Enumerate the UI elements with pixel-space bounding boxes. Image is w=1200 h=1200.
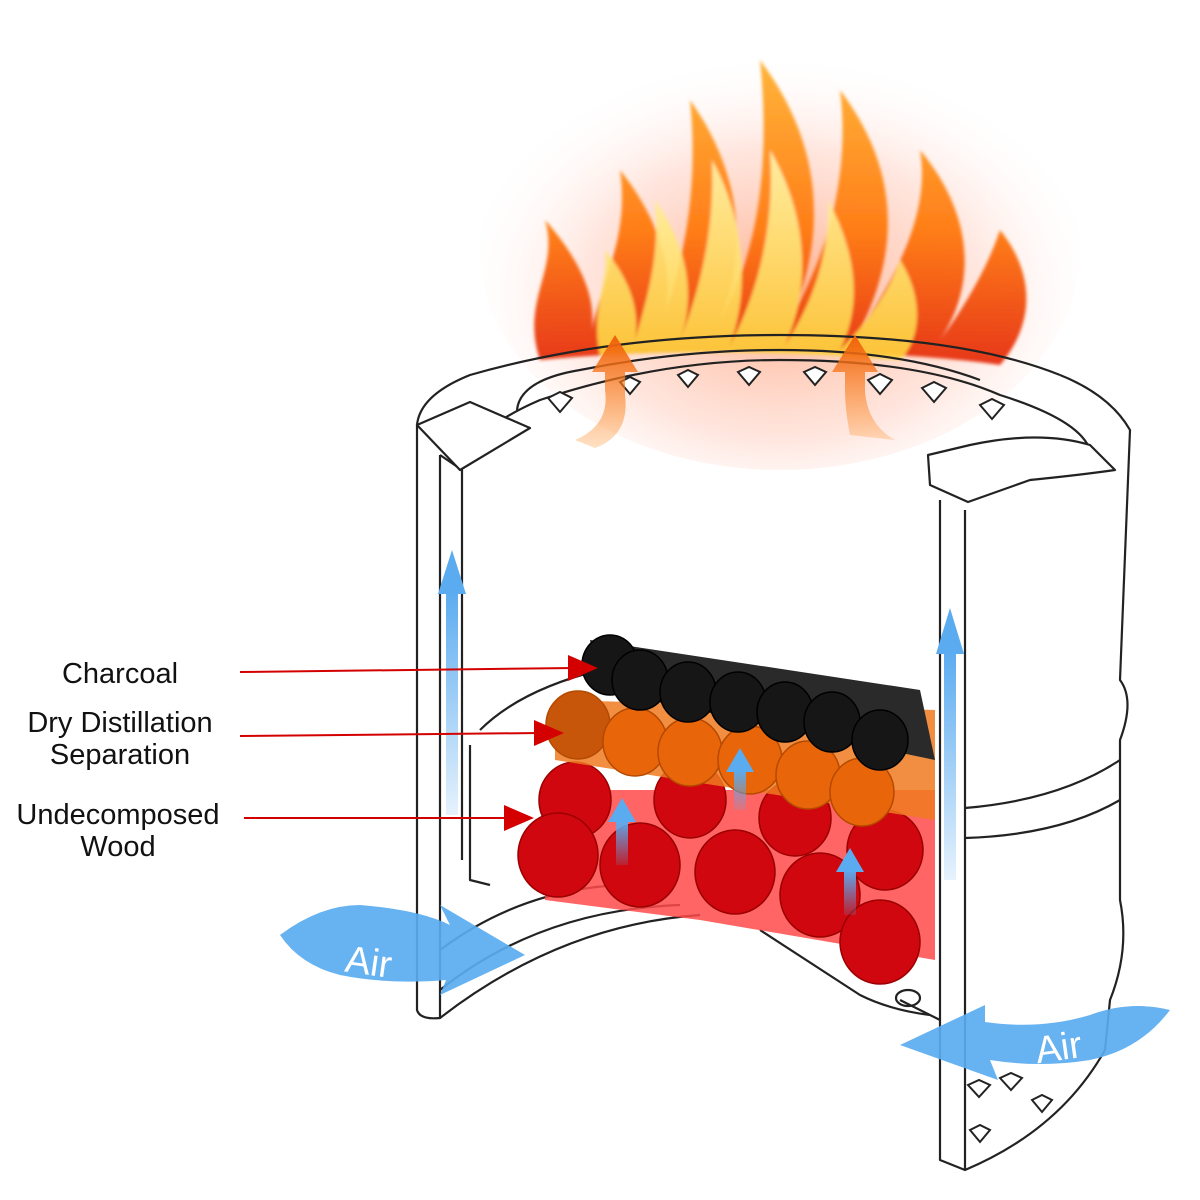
undecomposed-wood-label: Undecomposed Wood: [0, 799, 236, 863]
stove-body: [415, 333, 1132, 1172]
dry-distillation-line-1: Dry Distillation: [27, 707, 213, 739]
rising-air-arrows: [438, 550, 964, 915]
charcoal-layer: [581, 634, 935, 771]
air-arrow-icon: Air: [900, 1005, 1170, 1080]
air-label-right: Air: [1033, 1024, 1085, 1072]
dry-distillation-label: Dry Distillation Separation: [0, 707, 240, 771]
air-arrow-icon: [438, 550, 466, 815]
undecomposed-wood-layer: [517, 761, 935, 985]
air-arrow-icon: [936, 608, 964, 880]
air-arrow-icon: [608, 798, 636, 865]
undecomposed-wood-line-1: Undecomposed: [16, 799, 220, 831]
air-label-left: Air: [343, 939, 395, 987]
charcoal-label: Charcoal: [40, 658, 200, 690]
vent-holes: [546, 365, 1054, 1144]
charcoal-label-text: Charcoal: [61, 658, 179, 690]
undecomposed-wood-line-2: Wood: [80, 831, 156, 863]
air-arrow-icon: Air: [280, 905, 525, 995]
hot-gas-arrow-icon: [575, 335, 895, 448]
air-arrow-icon: [726, 748, 754, 810]
air-arrow-icon: [836, 848, 864, 915]
pointer-arrow-icon: [239, 655, 598, 831]
dry-distillation-line-2: Separation: [49, 739, 191, 771]
